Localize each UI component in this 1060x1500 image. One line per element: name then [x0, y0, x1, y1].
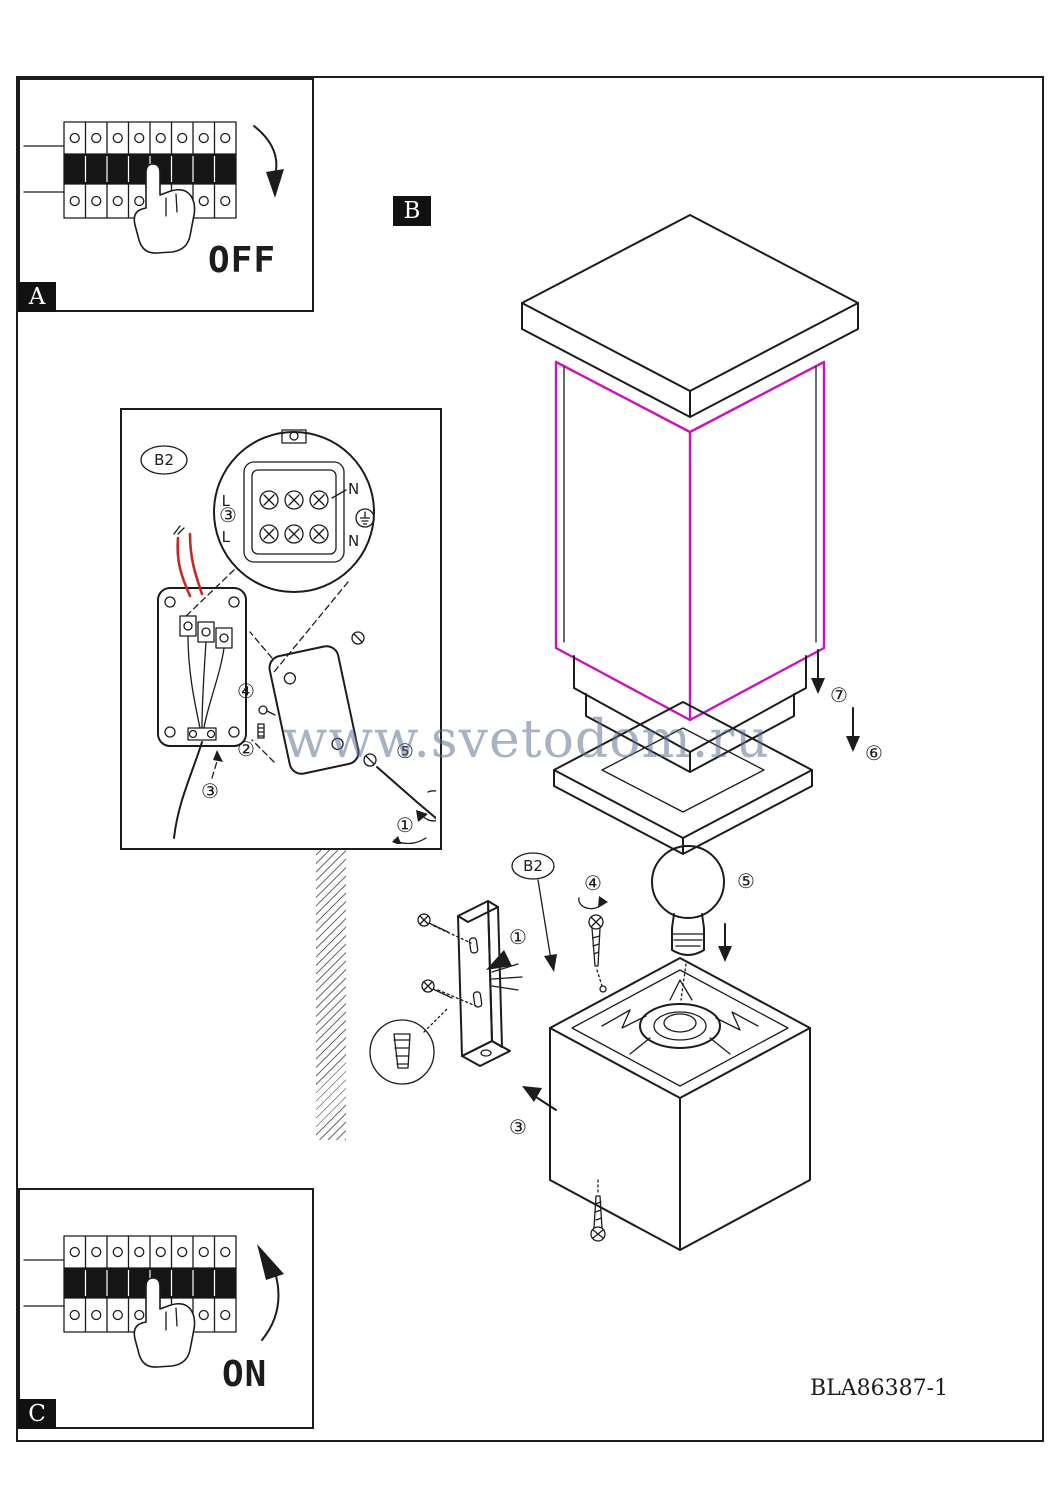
neutral-wire — [188, 532, 204, 596]
step-7-marker: ⑦ — [830, 683, 848, 707]
panel-b2: B2 L N L N ③ — [120, 408, 442, 850]
lamp-cap — [521, 214, 859, 418]
breaker-on-illustration: ON — [23, 1235, 284, 1395]
junction-box — [157, 525, 247, 839]
b2-step-1-marker: ① — [396, 813, 414, 837]
live-wire — [176, 536, 192, 598]
zoom-leader — [273, 581, 349, 673]
junction-box-illustration: B2 L N L N ③ — [140, 429, 436, 844]
zoom-leader — [183, 569, 235, 619]
b2-reference-oval — [511, 852, 555, 880]
insert-guide-line — [680, 963, 687, 1001]
terminal-detail-circle: L N L N ③ — [213, 429, 375, 593]
cover-plate — [268, 645, 360, 775]
b2-step-2-marker: ② — [237, 737, 255, 761]
mounting-screw — [588, 914, 607, 993]
cover-screw-bottom — [363, 753, 377, 767]
b2-panel-label: B2 — [154, 451, 174, 469]
watermark: www.svetodom.ru — [283, 710, 770, 770]
cover-guide — [251, 739, 275, 763]
panel-a: OFF A — [18, 78, 314, 312]
small-fasteners — [257, 705, 276, 739]
wall-hatch — [316, 846, 346, 1140]
off-caption: OFF — [208, 240, 276, 281]
step-6-marker: ⑥ — [865, 741, 883, 765]
step-4-marker: ④ — [584, 871, 602, 895]
b2-step-5-marker: ⑤ — [396, 739, 414, 763]
step-3-marker: ③ — [509, 1115, 527, 1139]
cover-screw-top — [351, 631, 365, 645]
earth-icon — [355, 508, 375, 528]
bracket-screw-bottom — [421, 979, 477, 1007]
b2-panel-oval — [140, 445, 188, 475]
lamp-body — [554, 360, 826, 722]
part-code: BLA86387-1 — [810, 1376, 949, 1401]
terminal-n-bottom: N — [348, 532, 359, 550]
b2-reference-label: B2 — [523, 857, 543, 875]
cube-bottom-screw — [590, 1177, 606, 1242]
rotation-arrow — [419, 790, 436, 822]
cover-guide — [249, 631, 273, 659]
turn-arrow-head — [598, 896, 608, 908]
b2-step-4-marker: ④ — [237, 679, 255, 703]
lamp-collar — [573, 655, 807, 773]
breaker-off-illustration: OFF — [23, 121, 284, 281]
page-border — [16, 76, 1044, 1442]
panel-c-label: C — [18, 1399, 56, 1429]
panel-c: ON C — [18, 1188, 314, 1429]
cable-step-arrow — [211, 750, 223, 779]
reflector-crinkles — [601, 979, 759, 1055]
mains-wires — [491, 963, 523, 991]
b2-step-3b-marker: ③ — [201, 779, 219, 803]
on-arrow-head — [257, 1244, 284, 1280]
bracket-screw-top — [417, 913, 472, 944]
step-1-marker: ① — [509, 925, 527, 949]
on-caption: ON — [222, 1354, 267, 1395]
terminal-n-top: N — [348, 480, 359, 498]
lamp-socket — [639, 1003, 721, 1049]
section-b-label: B — [393, 196, 431, 226]
lamp-assembly-illustration: ⑦ ⑥ B2 ④ ⑤ — [369, 214, 883, 1251]
socket-cube — [549, 957, 811, 1251]
off-arrow-head — [266, 169, 284, 198]
off-arrow — [253, 125, 278, 177]
mounting-bracket — [457, 900, 523, 1067]
step-7-arrow — [811, 649, 825, 694]
light-bulb — [651, 845, 725, 956]
supply-cable — [173, 741, 203, 839]
step-5-marker: ⑤ — [737, 869, 755, 893]
terminal-l-bottom: L — [222, 528, 231, 546]
step-3-arrow — [522, 1086, 557, 1111]
step-6-arrow — [846, 707, 860, 752]
b2-step-3-marker: ③ — [219, 503, 237, 527]
wall-plug-detail — [369, 1007, 449, 1085]
bulb-insert-arrow — [718, 923, 732, 962]
screwdriver — [376, 766, 436, 822]
b2-reference-arrow — [537, 879, 557, 972]
step-1-arrow — [486, 950, 512, 970]
terminal-l-top: L — [222, 492, 231, 510]
panel-a-label: A — [18, 282, 56, 312]
